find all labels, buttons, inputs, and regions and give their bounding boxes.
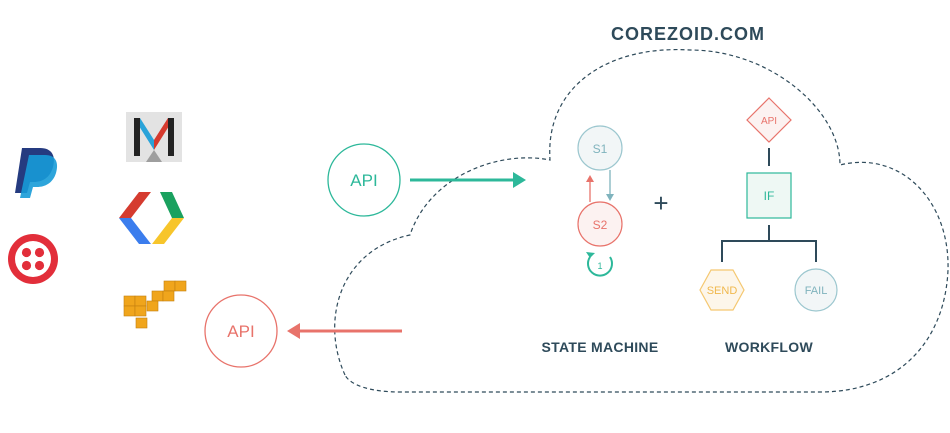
s2-to-s1-arrow-head bbox=[586, 175, 594, 182]
loop-count: 1 bbox=[597, 261, 602, 271]
google-developers-logo bbox=[119, 192, 184, 244]
api-out-arrow-head bbox=[287, 323, 300, 339]
aws-logo bbox=[123, 280, 187, 329]
workflow-label: WORKFLOW bbox=[725, 339, 813, 355]
loop-arrow-head bbox=[586, 252, 595, 258]
s1-to-s2-arrow-head bbox=[606, 194, 614, 201]
state-s2-label: S2 bbox=[593, 218, 608, 232]
twilio-logo bbox=[8, 234, 58, 284]
workflow-api-label: API bbox=[761, 116, 777, 127]
api-in-arrow-head bbox=[513, 172, 526, 188]
gmail-logo bbox=[126, 112, 182, 162]
loop-arrow bbox=[587, 256, 613, 277]
workflow-send-node bbox=[699, 269, 745, 311]
api-out-label: API bbox=[227, 322, 254, 341]
paypal-logo bbox=[15, 148, 58, 198]
plus-sign: + bbox=[653, 188, 668, 218]
workflow-send-label: SEND bbox=[707, 285, 738, 297]
state-s1-label: S1 bbox=[593, 142, 608, 156]
workflow-api-node bbox=[746, 97, 792, 143]
state-s2-node bbox=[577, 201, 623, 247]
api-out-circle bbox=[204, 294, 278, 368]
cloud-outline bbox=[334, 48, 949, 393]
workflow-if-label: IF bbox=[764, 189, 775, 203]
api-in-circle bbox=[327, 143, 401, 217]
page-title: COREZOID.COM bbox=[611, 24, 765, 44]
state-machine-label: STATE MACHINE bbox=[542, 339, 659, 355]
api-in-label: API bbox=[350, 171, 377, 190]
workflow-fail-node bbox=[794, 268, 838, 312]
workflow-fail-label: FAIL bbox=[805, 285, 828, 297]
state-s1-node bbox=[577, 125, 623, 171]
workflow-if-node bbox=[746, 172, 792, 219]
